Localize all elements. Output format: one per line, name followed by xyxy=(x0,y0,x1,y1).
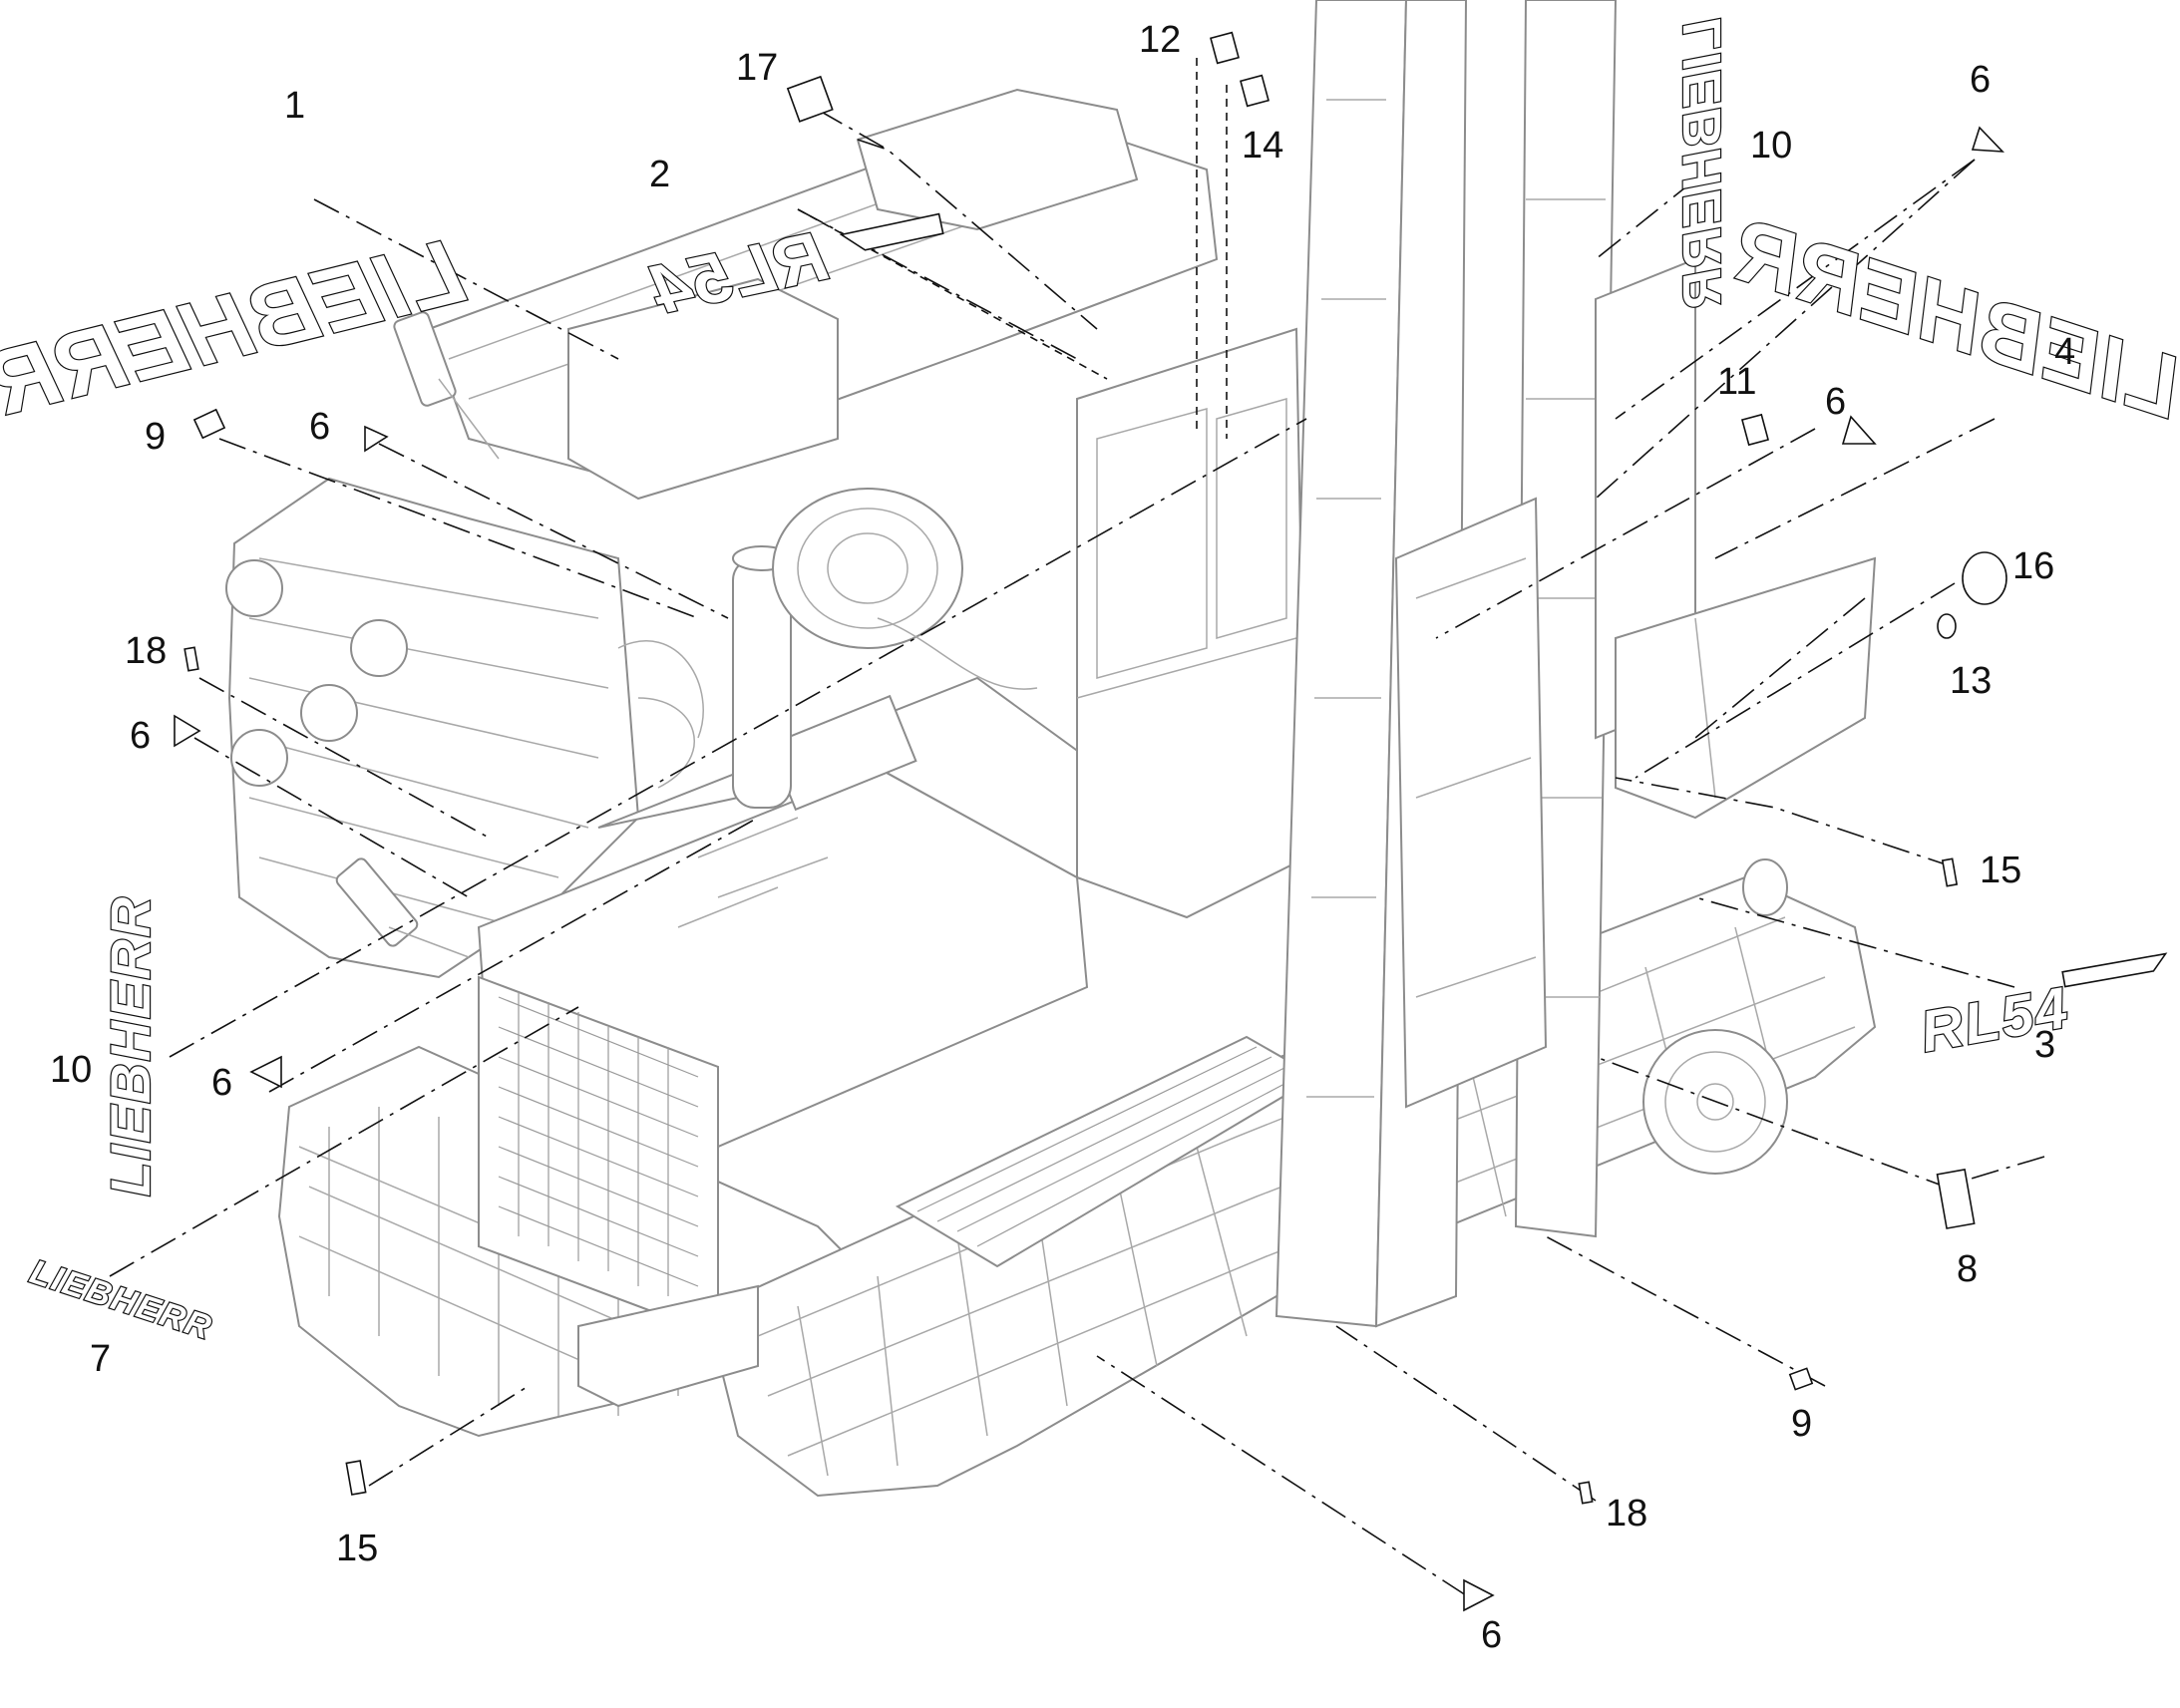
decal-17-square xyxy=(786,75,834,123)
callout-18-left: 18 xyxy=(125,630,167,672)
decal-15-square-right xyxy=(1941,857,1959,887)
callout-10-left: 10 xyxy=(50,1049,92,1091)
callout-12: 12 xyxy=(1139,19,1181,61)
callout-9-left: 9 xyxy=(145,416,166,458)
decal-6-triangle-left-mid xyxy=(174,714,201,748)
counterweight xyxy=(225,477,640,979)
engine-components xyxy=(617,488,1038,809)
callout-17: 17 xyxy=(736,47,778,89)
callout-6-left-mid: 6 xyxy=(130,715,151,757)
callout-18-right: 18 xyxy=(1606,1493,1647,1535)
decal-9-square-right xyxy=(1788,1367,1814,1391)
callout-6-left-upper: 6 xyxy=(309,406,330,448)
decal-18-square-left xyxy=(183,646,199,672)
callout-6-mid-right: 6 xyxy=(1825,381,1846,423)
decal-markers xyxy=(174,31,2007,1612)
callout-15-left: 15 xyxy=(336,1528,378,1569)
callout-13: 13 xyxy=(1950,660,1992,702)
decal-1-liebherr-logo: LIEBHERR xyxy=(0,219,474,436)
callout-4: 4 xyxy=(2054,331,2075,373)
decal-6-triangle-bottom xyxy=(1463,1578,1495,1612)
callout-2: 2 xyxy=(649,154,670,195)
callout-11: 11 xyxy=(1717,361,1756,403)
decal-18-square-right xyxy=(1578,1481,1594,1505)
callout-16: 16 xyxy=(2012,545,2054,587)
decal-6-triangle-mid-right xyxy=(1841,415,1877,445)
decal-9-square-left xyxy=(192,408,226,440)
decal-10-liebherr-vertical-left: LIEBHERR xyxy=(99,895,162,1196)
decal-10-liebherr-vertical-right: LIEBHERR xyxy=(1672,18,1732,309)
decal-15-square-left xyxy=(345,1460,367,1496)
rear-housing xyxy=(1615,556,1877,916)
upper-frame xyxy=(427,88,1219,501)
callout-numbers: 1 2 17 12 14 10 6 4 11 6 16 13 15 3 8 9 … xyxy=(50,19,2075,1656)
callout-6-left-lower: 6 xyxy=(211,1062,232,1104)
machine-illustration xyxy=(225,0,1877,1498)
operator-cabin xyxy=(1076,327,1308,919)
radiator-grille xyxy=(478,975,759,1408)
decal-7-liebherr-small: LIEBHERR xyxy=(26,1252,217,1347)
decal-6-triangle-top-right xyxy=(1971,126,2005,153)
callout-6-top-right: 6 xyxy=(1970,59,1991,101)
mirrors xyxy=(335,311,500,958)
callout-1: 1 xyxy=(284,85,305,127)
callout-9-right: 9 xyxy=(1791,1403,1812,1445)
callout-3: 3 xyxy=(2034,1024,2055,1066)
decal-11-square xyxy=(1740,413,1770,447)
callout-8: 8 xyxy=(1957,1248,1978,1290)
decal-4-liebherr-logo: LIEBHERR xyxy=(1721,199,2180,437)
callout-6-bottom: 6 xyxy=(1481,1614,1502,1656)
decal-16-ellipse xyxy=(1962,551,2007,605)
decal-14-square xyxy=(1240,74,1270,108)
callout-10-top: 10 xyxy=(1750,125,1792,167)
decal-6-triangle-left-lower xyxy=(249,1055,282,1089)
decal-13-ellipse xyxy=(1937,613,1957,639)
callout-15-right: 15 xyxy=(1980,850,2021,891)
callout-7: 7 xyxy=(90,1338,111,1380)
mast xyxy=(1274,0,1696,1328)
decal-8-square xyxy=(1936,1169,1976,1229)
decal-6-triangle-left-upper xyxy=(364,425,389,453)
decal-12-square xyxy=(1210,31,1240,65)
callout-14: 14 xyxy=(1242,125,1283,167)
